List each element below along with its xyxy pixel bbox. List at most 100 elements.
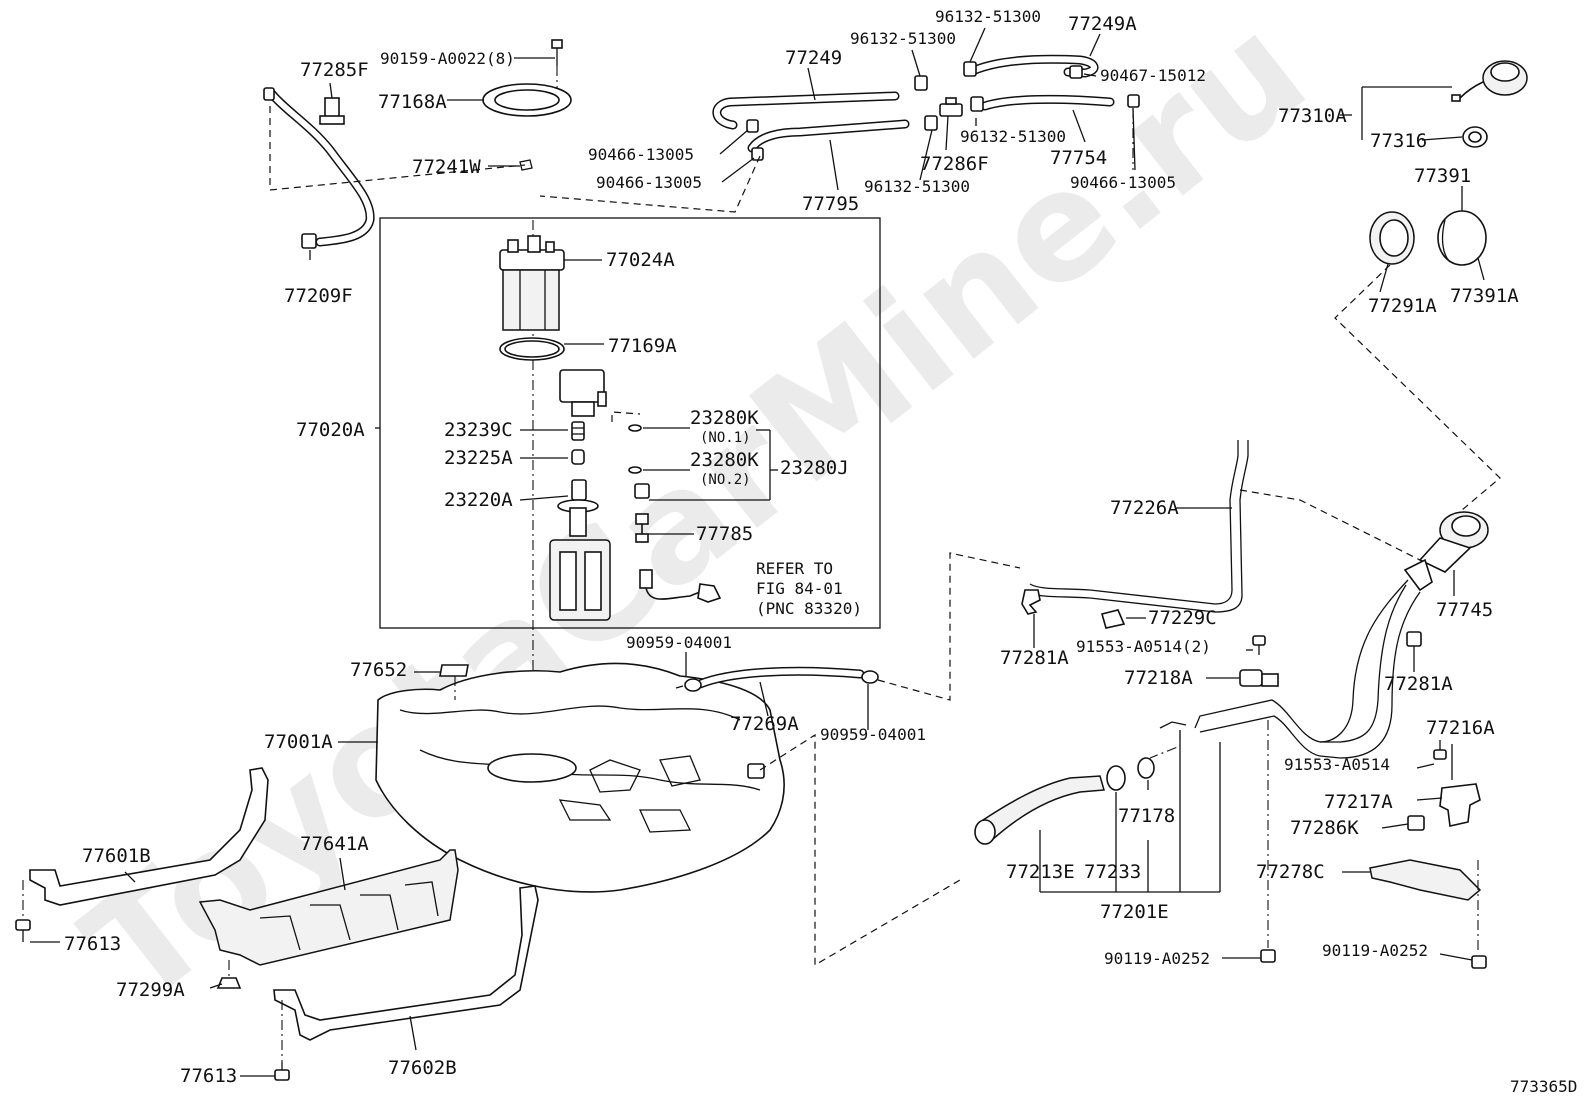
label-77601B: 77601B (82, 845, 151, 867)
clip-96132-c (970, 96, 984, 112)
label-90467: 90467-15012 (1100, 66, 1206, 85)
bolt-90159 (551, 39, 563, 66)
label-77020A: 77020A (296, 419, 365, 441)
ring-77391A (1437, 210, 1487, 266)
hose-77249A (970, 54, 1099, 78)
label-77602B: 77602B (388, 1057, 457, 1079)
label-refer-line2: FIG 84-01 (756, 579, 843, 598)
label-23220A: 23220A (444, 489, 513, 511)
label-77278C: 77278C (1256, 861, 1325, 883)
label-77316: 77316 (1370, 130, 1427, 152)
protector-77291A (1369, 211, 1415, 265)
label-90119-a: 90119-A0252 (1104, 949, 1210, 968)
figure-code: 773365D (1510, 1077, 1577, 1096)
label-90959-a: 90959-04001 (626, 633, 732, 652)
ring-77233 (1106, 765, 1126, 791)
label-77291A: 77291A (1368, 295, 1437, 317)
filler-pipe (1194, 558, 1433, 759)
label-77391A: 77391A (1450, 285, 1519, 307)
label-90959-b: 90959-04001 (820, 725, 926, 744)
label-23280K-2: 23280K (690, 449, 759, 471)
bolt-91553-b (1433, 740, 1447, 760)
label-77745: 77745 (1436, 599, 1493, 621)
label-91553-b: 91553-A0514 (1284, 755, 1390, 774)
clamp-90959-b (861, 670, 879, 684)
bolt-77613-b (274, 1062, 290, 1081)
sender-gauge (639, 569, 722, 603)
label-91553-a: 91553-A0514(2) (1076, 637, 1211, 656)
label-77241W: 77241W (412, 156, 481, 178)
part-labels: 77285F 90159-A0022(8) 77168A 77241W 7720… (64, 7, 1577, 1096)
label-refer-line1: REFER TO (756, 559, 833, 578)
bolt-90119-a (1260, 949, 1276, 963)
pump-cover-77024A (499, 235, 565, 331)
plate-77168A (482, 83, 572, 117)
label-refer-line3: (PNC 83320) (756, 599, 862, 618)
label-no2: (NO.2) (700, 472, 751, 488)
fuel-tank-77001A (375, 662, 785, 893)
label-77226A: 77226A (1110, 497, 1179, 519)
clip-96132-a (914, 75, 928, 91)
strap-77601B (29, 767, 269, 906)
vent-tube-77209F (263, 87, 375, 249)
strap-77602B (273, 885, 539, 1041)
label-77001A: 77001A (264, 731, 333, 753)
label-77795: 77795 (802, 193, 859, 215)
wire-77785 (635, 513, 649, 543)
label-77218A: 77218A (1124, 667, 1193, 689)
clip-77285F (319, 97, 345, 125)
filler-neck-77745 (1418, 511, 1489, 573)
hose-77795 (747, 119, 910, 153)
label-77024A: 77024A (606, 249, 675, 271)
inlet-pipe-77213E (974, 775, 1105, 845)
label-77169A: 77169A (608, 335, 677, 357)
fuel-cap-77310A (1451, 60, 1528, 102)
clip-96132-d (924, 115, 938, 131)
label-77281A-a: 77281A (1000, 647, 1069, 669)
watermark-text: ToyotaCarMine.ru (55, 0, 1337, 1038)
protector-77278C (1369, 859, 1482, 901)
pump-bracket (549, 539, 611, 621)
label-77310A: 77310A (1278, 105, 1347, 127)
label-77269A: 77269A (730, 713, 799, 735)
heat-shield-77641A (198, 849, 459, 966)
label-96132-c: 96132-51300 (960, 127, 1066, 146)
cushion-23225A (571, 449, 585, 465)
label-90119-b: 90119-A0252 (1322, 941, 1428, 960)
label-77233: 77233 (1084, 861, 1141, 883)
bracket-77217A (1439, 783, 1481, 827)
clip-77229C (1101, 609, 1126, 629)
label-77249: 77249 (785, 47, 842, 69)
clamp-77281A-a (1021, 589, 1041, 615)
filter-housing (559, 369, 607, 417)
oring-23280K-no2 (628, 466, 642, 474)
label-23280J: 23280J (780, 457, 849, 479)
gasket-77169A (499, 337, 565, 361)
label-77178: 77178 (1118, 805, 1175, 827)
label-90466-b: 90466-13005 (596, 173, 702, 192)
leader-lines (30, 27, 1485, 1077)
label-90466-a: 90466-13005 (588, 145, 694, 164)
label-77213E: 77213E (1006, 861, 1075, 883)
label-23280K-1: 23280K (690, 407, 759, 429)
label-90466-c: 90466-13005 (1070, 173, 1176, 192)
label-96132-b: 96132-51300 (935, 7, 1041, 26)
label-no1: (NO.1) (700, 430, 751, 446)
oring-23280K-no1 (628, 424, 642, 432)
label-77754: 77754 (1050, 147, 1107, 169)
label-23239C: 23239C (444, 419, 513, 441)
label-90159: 90159-A0022(8) (380, 49, 515, 68)
label-77281A-b: 77281A (1384, 673, 1453, 695)
label-77391: 77391 (1414, 165, 1471, 187)
vent-pipe-77226A (1025, 440, 1249, 613)
label-77285F: 77285F (300, 59, 369, 81)
clip-96132-b (963, 61, 977, 77)
gasket-77316 (1462, 126, 1488, 148)
fuel-pump-assembly-box (379, 217, 881, 629)
label-77613-b: 77613 (180, 1065, 237, 1087)
hose-77249 (712, 91, 900, 130)
clip-90466-c (1127, 94, 1140, 108)
bolt-90119-b (1471, 955, 1487, 969)
label-77785: 77785 (696, 523, 753, 545)
